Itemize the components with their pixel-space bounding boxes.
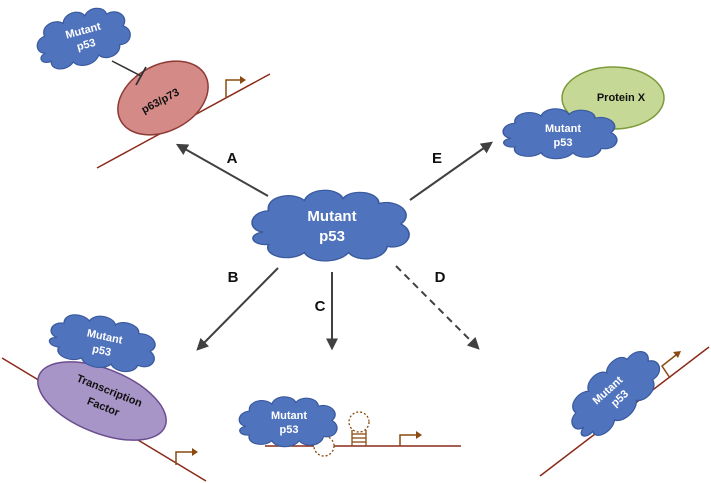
inhibition-bar <box>135 66 147 86</box>
label-e: E <box>432 150 442 167</box>
promoter-arrowhead-icon <box>240 76 246 84</box>
promoter-arrowhead-c-icon <box>416 431 422 439</box>
arrow-a <box>175 143 269 197</box>
mutant-p53-cloud-d <box>556 338 672 449</box>
transcription-factor <box>37 361 167 441</box>
loop-ring <box>348 411 370 433</box>
promoter-arrowhead-d-icon <box>673 351 681 358</box>
center-label-line1: Mutant <box>307 208 356 225</box>
label-c: C <box>315 298 326 315</box>
inhibition-line <box>111 60 142 77</box>
label-b: B <box>228 269 239 286</box>
mutant-p53-a-line2: p53 <box>76 37 97 54</box>
pathway-arrows: A E B C D <box>175 141 493 351</box>
mutant-p53-b-line2: p53 <box>91 343 112 359</box>
promoter-arrowhead-b-icon <box>192 448 198 456</box>
promoter-arrow-c-icon <box>399 434 416 446</box>
label-d: D <box>435 269 446 286</box>
center-label-line2: p53 <box>319 228 345 245</box>
mutant-p53-cloud-center <box>251 189 410 262</box>
promoter-arrow-b-icon <box>175 451 192 465</box>
pathway-e: Protein X Mutant p53 <box>502 66 665 160</box>
label-a: A <box>227 150 238 167</box>
promoter-arrow-icon <box>225 79 240 98</box>
mutant-p53-e-line1: Mutant <box>545 123 581 135</box>
promoter-arrow-d-icon <box>660 354 677 379</box>
pathway-a: p63/p73 Mutant p53 <box>30 0 271 169</box>
mutant-p53-c-line1: Mutant <box>271 410 307 422</box>
pathway-d: Mutant p53 <box>539 338 710 477</box>
arrow-b <box>196 267 279 351</box>
center-mutant-p53: Mutant p53 <box>251 189 410 262</box>
pathway-c: Mutant p53 <box>238 396 461 457</box>
pathway-b: Transcription Factor Mutant p53 <box>1 305 207 482</box>
arrow-d-dashed <box>395 265 480 350</box>
protein-x-label: Protein X <box>597 92 646 104</box>
p63-p73-protein <box>117 60 209 136</box>
arrow-e <box>409 141 493 201</box>
mutant-p53-e-line2: p53 <box>554 137 573 149</box>
mutant-p53-c-line2: p53 <box>280 424 299 436</box>
